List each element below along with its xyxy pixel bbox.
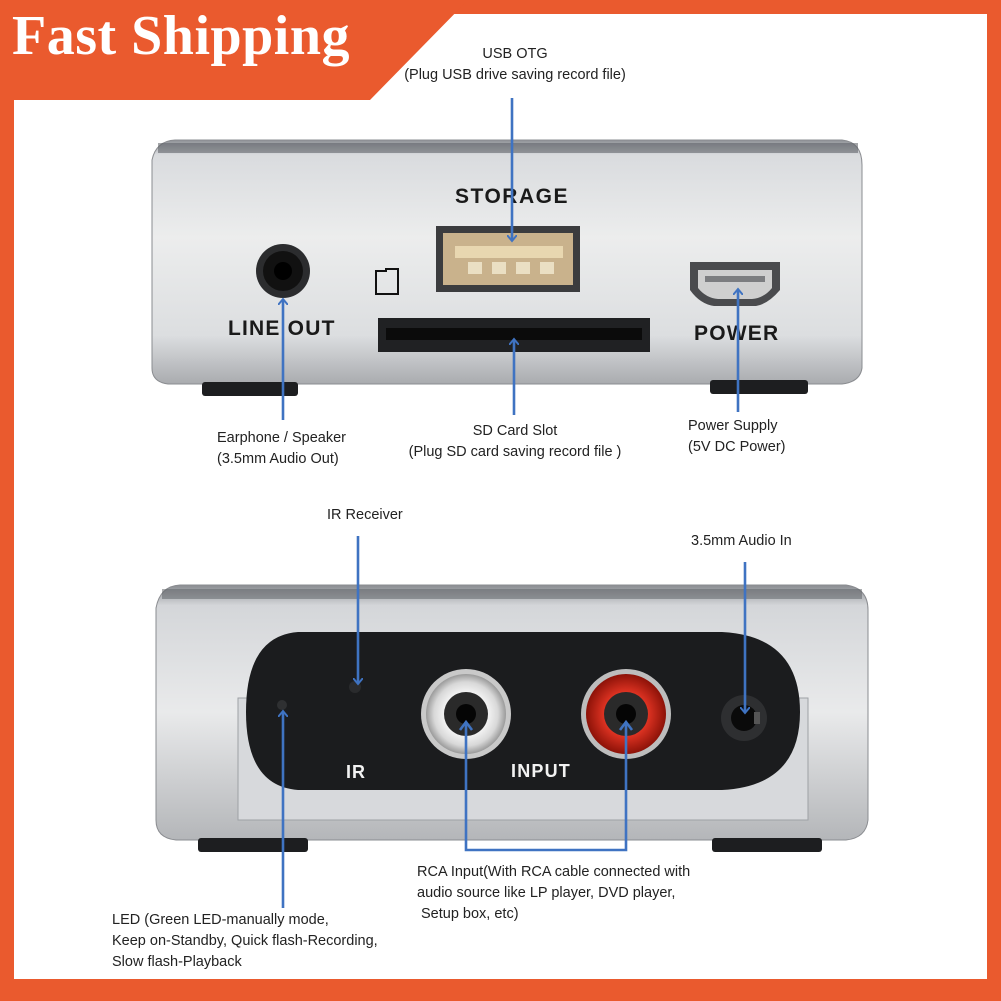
callout-power-supply-title: Power Supply (688, 418, 778, 434)
callout-ir-receiver: IR Receiver (327, 505, 403, 526)
callout-led-line3: Slow flash-Playback (112, 954, 242, 970)
led-indicator (277, 700, 287, 710)
callout-rca-input-line3: Setup box, etc) (421, 906, 519, 922)
callout-rca-input-line1: RCA Input(With RCA cable connected with (417, 864, 691, 880)
callout-led: LED (Green LED-manually mode, Keep on-St… (112, 910, 378, 973)
ir-label: IR (346, 762, 366, 782)
callout-usb-otg-title: USB OTG (482, 46, 548, 62)
banner-title: Fast Shipping (12, 5, 350, 67)
mini-usb-port (690, 262, 780, 306)
callout-earphone: Earphone / Speaker (3.5mm Audio Out) (217, 428, 346, 470)
callout-usb-otg: USB OTG (Plug USB drive saving record fi… (395, 44, 635, 86)
audio-in-jack (721, 695, 767, 741)
line-out-label: LINE OUT (228, 317, 336, 340)
top-device: STORAGE LINE OUT POWER (151, 139, 863, 396)
callout-led-line1: LED (Green LED-manually mode, (112, 912, 329, 928)
banner-shape (0, 0, 468, 100)
bottom-device: IR INPUT (155, 584, 869, 852)
callout-earphone-desc: (3.5mm Audio Out) (217, 451, 339, 467)
callout-audio-in-title: 3.5mm Audio In (691, 533, 792, 549)
sd-card-icon (375, 268, 399, 295)
rca-white-jack (421, 669, 511, 759)
callout-sd-card: SD Card Slot (Plug SD card saving record… (400, 421, 630, 463)
callout-sd-card-desc: (Plug SD card saving record file ) (408, 444, 622, 460)
callout-power-supply-desc: (5V DC Power) (688, 439, 786, 455)
callout-ir-receiver-title: IR Receiver (327, 507, 403, 523)
line-out-jack (256, 244, 310, 298)
callout-rca-input-line2: audio source like LP player, DVD player, (417, 885, 676, 901)
usb-port (436, 226, 580, 292)
callout-earphone-title: Earphone / Speaker (217, 430, 346, 446)
callout-arrows (283, 98, 745, 908)
callout-rca-input: RCA Input(With RCA cable connected with … (417, 862, 690, 925)
callout-audio-in: 3.5mm Audio In (691, 531, 792, 552)
front-panel (246, 632, 800, 790)
arrow-rca-bracket (464, 722, 628, 852)
input-label: INPUT (511, 761, 571, 781)
callout-sd-card-title: SD Card Slot (472, 423, 558, 439)
callout-usb-otg-desc: (Plug USB drive saving record file) (404, 67, 626, 83)
callout-power-supply: Power Supply (5V DC Power) (688, 416, 786, 458)
callout-led-line2: Keep on-Standby, Quick flash-Recording, (112, 933, 378, 949)
rca-red-jack (581, 669, 671, 759)
power-label: POWER (694, 322, 779, 345)
